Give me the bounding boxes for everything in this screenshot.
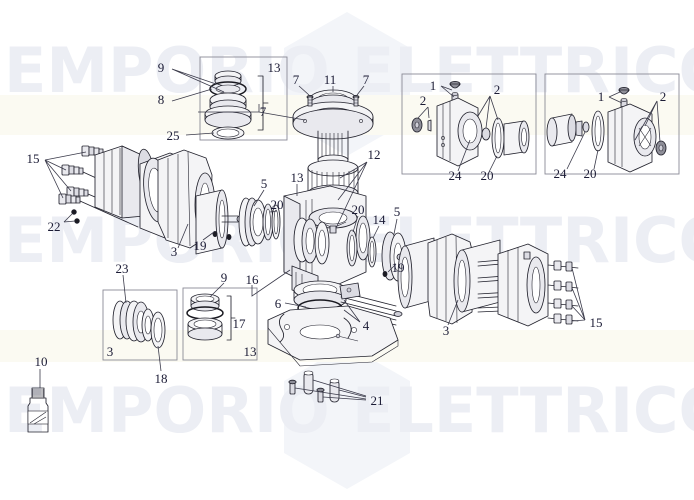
- callout-7b: 7: [363, 72, 370, 87]
- part-ball-22a: [71, 209, 77, 215]
- watermark-text: EMPORIO: [4, 374, 330, 447]
- part-seal-stack-23: [112, 300, 166, 349]
- callout-24b: 24: [554, 166, 568, 181]
- callout-4: 4: [363, 318, 370, 333]
- callout-19: 19: [194, 238, 207, 253]
- callout-7c: 7: [260, 104, 267, 119]
- part-screw-7-left: [306, 94, 314, 107]
- callout-2c: 2: [660, 89, 667, 104]
- callout-2b: 2: [420, 93, 427, 108]
- part-24-right: [582, 121, 590, 133]
- callout-1: 1: [430, 78, 437, 93]
- watermark-text: EMPORIO: [4, 34, 330, 107]
- part-pin-19-right: [382, 270, 388, 278]
- callout-13: 13: [268, 60, 281, 75]
- callout-15b: 15: [590, 315, 603, 330]
- part-pin-19-left: [212, 230, 218, 238]
- callout-20d: 20: [352, 202, 365, 217]
- part-right-motor-assembly: [397, 233, 579, 327]
- part-mounting-bolts-21: [288, 370, 367, 403]
- part-right-disc-stack: [293, 217, 407, 282]
- bolt-21-screw-a: [288, 379, 297, 395]
- callout-13b: 13: [291, 170, 304, 185]
- part-oil-bottle-10: [27, 387, 49, 433]
- callout-numbers: 9 13 8 7 11 7 7 25 1 2 2 1 2 24 20 24 20…: [27, 60, 667, 408]
- part-screw-7-right: [352, 94, 360, 107]
- inset-box-top-mid: [401, 73, 537, 175]
- callout-23: 23: [116, 261, 129, 276]
- callout-5b: 5: [394, 204, 401, 219]
- bolt-4: [58, 193, 139, 228]
- inset-box-bottom-mid: [182, 287, 258, 361]
- inset-assembly-right: [546, 86, 667, 173]
- callout-25: 25: [167, 128, 180, 143]
- part-ball-22b: [74, 218, 80, 224]
- callout-20: 20: [481, 168, 494, 183]
- part-kit-17: [186, 293, 236, 341]
- leader-lines: [39, 68, 661, 388]
- inset-box-top-right: [544, 73, 680, 175]
- bolt-21-screw-b: [316, 387, 325, 403]
- callout-3: 3: [171, 244, 178, 259]
- callout-13c: 13: [244, 344, 257, 359]
- watermark-text: ELETTRICO: [352, 34, 694, 107]
- callout-16: 16: [246, 272, 260, 287]
- callout-8: 8: [158, 92, 165, 107]
- callout-7: 7: [293, 72, 300, 87]
- callout-1b: 1: [598, 89, 605, 104]
- watermark-text: ELETTRICO: [352, 374, 694, 447]
- callout-11: 11: [324, 72, 337, 87]
- callout-24: 24: [449, 168, 463, 183]
- callout-2: 2: [494, 82, 501, 97]
- callout-6: 6: [275, 296, 282, 311]
- callout-19b: 19: [392, 260, 405, 275]
- callout-5: 5: [261, 176, 268, 191]
- callout-3b: 3: [443, 323, 450, 338]
- callout-18: 18: [155, 371, 168, 386]
- callout-12: 12: [368, 147, 381, 162]
- part-bellows-kit: [204, 70, 269, 140]
- callout-20b: 20: [584, 166, 597, 181]
- callout-14: 14: [373, 212, 387, 227]
- callout-17: 17: [233, 316, 247, 331]
- callout-21: 21: [371, 393, 384, 408]
- callout-10: 10: [35, 354, 48, 369]
- inset-assembly-left: [411, 80, 530, 167]
- inset-box-bottom-left: [102, 289, 178, 361]
- callout-3c: 3: [107, 344, 114, 359]
- inset-box-top-left: [199, 56, 288, 141]
- callout-20c: 20: [271, 197, 284, 212]
- part-bolt-set-right: [547, 260, 579, 325]
- callout-22: 22: [48, 219, 61, 234]
- callout-9: 9: [158, 60, 165, 75]
- part-left-motor-assembly: [94, 145, 281, 255]
- callout-9b: 9: [221, 270, 228, 285]
- part-base-plate: [267, 305, 399, 367]
- callout-15: 15: [27, 151, 40, 166]
